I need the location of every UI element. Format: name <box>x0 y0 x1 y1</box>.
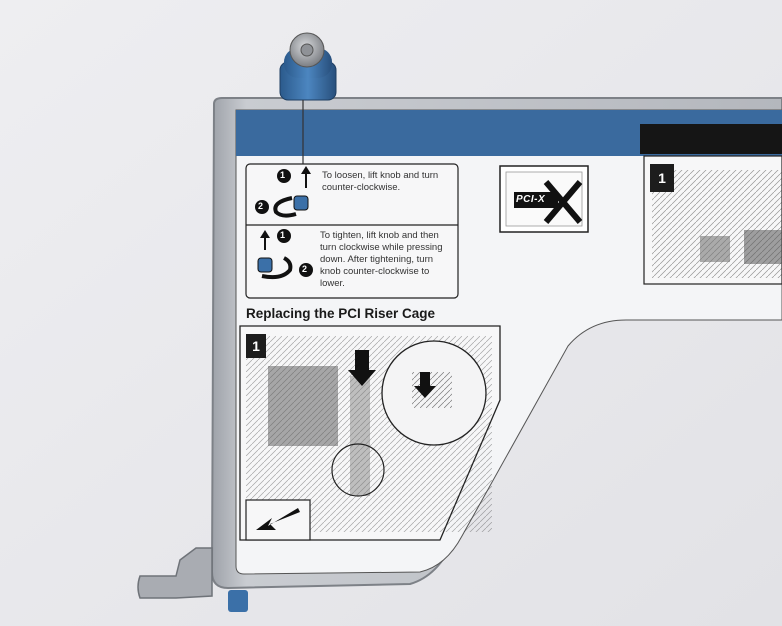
clockwise-arrow-icon <box>261 256 293 280</box>
loosen-step1-badge <box>277 169 291 183</box>
tighten-step1-badge <box>277 229 291 243</box>
knob-mini-icon-2 <box>257 257 273 273</box>
tighten-step1-digit: 1 <box>280 230 286 240</box>
latch-blue-clip <box>228 590 248 612</box>
pcix-text-bg <box>514 192 558 208</box>
loosen-step2-badge <box>255 200 269 214</box>
up-arrow-icon-2 <box>260 230 270 250</box>
section-title: Replacing the PCI Riser Cage <box>246 306 436 321</box>
pcix-x-mark <box>543 180 583 224</box>
diagonal-arrow-icon <box>256 508 300 530</box>
thumbscrew-knob <box>279 32 337 101</box>
down-arrow-icon <box>348 350 376 386</box>
main-step-number: 1 <box>246 334 266 358</box>
right-panel-header <box>640 124 782 154</box>
pcix-logo-text: PCI-X <box>516 194 546 205</box>
tighten-step2-digit: 2 <box>302 264 308 274</box>
counter-clockwise-arrow-icon <box>273 196 297 218</box>
latch-tab <box>137 547 213 599</box>
loosen-instruction: To loosen, lift knob and turn counter-cl… <box>322 170 439 193</box>
loosen-step1-digit: 1 <box>280 170 286 180</box>
up-arrow-icon <box>301 166 311 188</box>
loosen-step2-digit: 2 <box>258 201 264 211</box>
down-arrow-icon-2 <box>414 372 436 398</box>
tighten-instruction: To tighten, lift knob and then turn cloc… <box>320 230 443 289</box>
zoom-circle-small <box>331 443 385 497</box>
tighten-step2-badge <box>299 263 313 277</box>
right-step-number: 1 <box>650 164 674 192</box>
knob-mini-icon <box>293 195 309 211</box>
